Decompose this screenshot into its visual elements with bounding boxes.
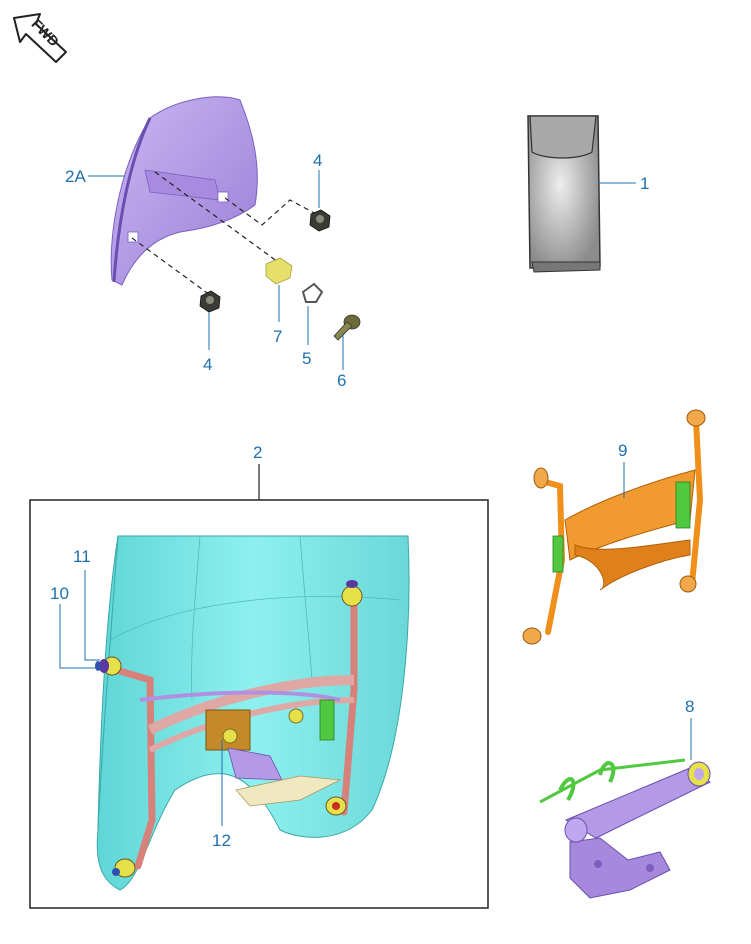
callout-1: 1 [640,174,650,193]
callout-6: 6 [337,371,347,390]
clip-nut-7 [265,257,293,322]
callout-5: 5 [302,349,312,368]
washer-5 [301,282,324,345]
bracket-9 [522,409,706,645]
screw-6 [333,314,361,370]
callout-2: 2 [253,443,263,462]
grommet-bottom-right [325,796,347,816]
grommet-10-11 [59,570,122,676]
callout-2a: 2A [65,167,86,186]
grommet-top-right [341,580,363,607]
callout-12: 12 [212,831,231,850]
callout-4-upper: 4 [313,151,323,170]
windscreen-2a [88,96,319,296]
callout-9: 9 [618,441,628,460]
grommet-bottom-left [112,858,136,878]
callout-4-lower: 4 [203,355,213,374]
nut-4-upper [309,170,331,232]
callout-8: 8 [685,697,695,716]
storage-bag-1 [527,115,636,273]
mounting-frame [106,588,358,870]
clamp-12 [205,699,342,826]
callout-10: 10 [50,584,69,603]
callout-7: 7 [273,327,283,346]
nut-4-lower [199,290,221,350]
callout-11: 11 [73,547,91,566]
fwd-arrow-icon [13,13,67,63]
bracket-8 [539,718,711,899]
